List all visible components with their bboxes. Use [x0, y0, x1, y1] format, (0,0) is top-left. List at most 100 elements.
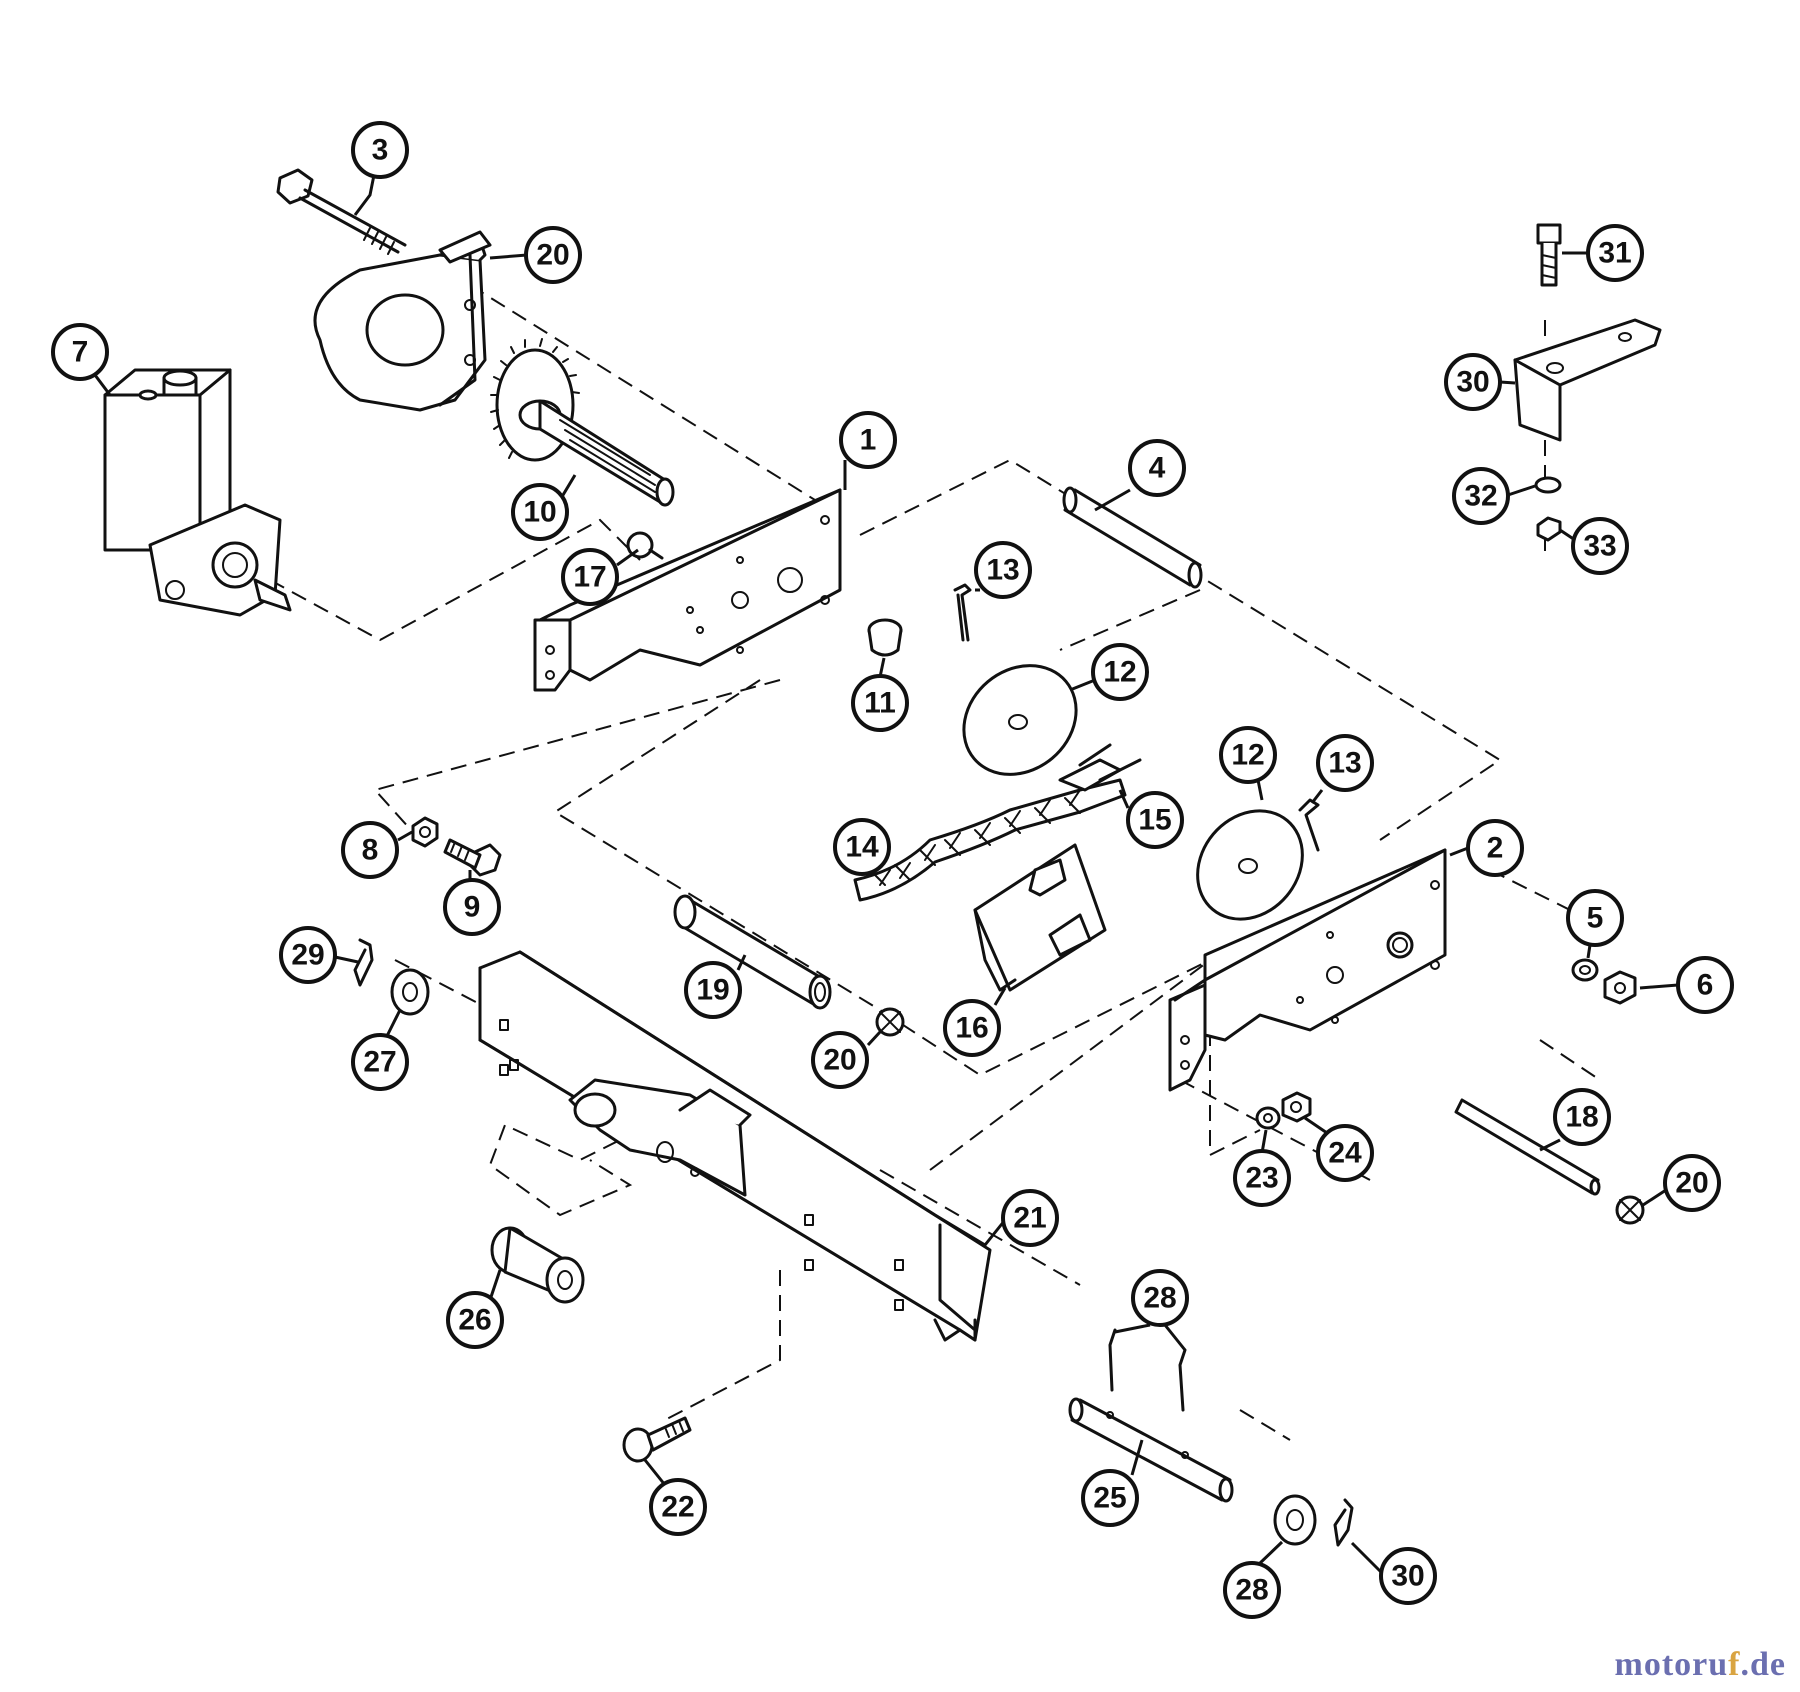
callout-number: 20 [1675, 1167, 1708, 1200]
callout-number: 12 [1103, 656, 1136, 689]
callout-13a: 13 [974, 541, 1032, 599]
watermark-main: motoru [1614, 1646, 1729, 1683]
callout-number: 13 [1328, 747, 1361, 780]
callout-number: 3 [372, 134, 389, 167]
nut-34-part [1536, 516, 1562, 542]
callout-number: 14 [845, 831, 879, 864]
callout-1: 1 [839, 411, 897, 490]
callout-15: 15 [1118, 789, 1184, 849]
nut-8-part [411, 816, 439, 848]
rod-18-part [1454, 1098, 1601, 1196]
clip-part [973, 843, 1107, 992]
frame-channel-part [478, 950, 992, 1342]
lock-washer-33-part [1534, 476, 1562, 494]
callout-16: 16 [943, 987, 1007, 1057]
bolt-32-part [1536, 223, 1562, 287]
callout-number: 8 [362, 834, 379, 867]
bushing-part [867, 618, 903, 657]
callout-25: 24 [1304, 1116, 1374, 1182]
cotter-pin-13a-part [953, 583, 972, 642]
watermark-logo: motoruf.de [1615, 1646, 1786, 1684]
belt-part [853, 743, 1142, 902]
disc-12a-part [962, 664, 1078, 776]
callout-28b: 28 [1223, 1540, 1284, 1619]
carriage-bolt-part [622, 1416, 692, 1463]
assembly-lines [269, 284, 1601, 1441]
callout-number: 9 [464, 891, 481, 924]
callout-number: 1 [860, 424, 877, 457]
callout-number: 32 [1464, 480, 1497, 513]
callout-4: 4 [1094, 439, 1186, 512]
callout-24: 23 [1233, 1129, 1291, 1207]
callout-number: 22 [661, 1491, 694, 1524]
watermark-suffix: .de [1740, 1646, 1786, 1683]
callout-8: 8 [341, 821, 413, 879]
callout-13b: 13 [1310, 734, 1374, 804]
lock-washer-5-part [1571, 958, 1599, 982]
flat-washer-28b-part [1273, 1494, 1317, 1546]
callout-number: 16 [955, 1012, 988, 1045]
callout-17: 17 [561, 548, 639, 606]
callout-number: 26 [458, 1304, 491, 1337]
callout-number: 23 [1245, 1162, 1278, 1195]
cotter-pin-13b-part [1298, 798, 1320, 852]
nut-25-part [1281, 1091, 1312, 1123]
callout-number: 20 [536, 239, 569, 272]
callout-number: 2 [1487, 832, 1504, 865]
callout-number: 15 [1138, 804, 1171, 837]
callout-27: 26 [446, 1269, 504, 1349]
callout-number: 28 [1143, 1282, 1176, 1315]
callout-11: 11 [851, 657, 909, 732]
pin-26-part [1068, 1397, 1234, 1503]
callout-26: 25 [1081, 1439, 1144, 1527]
push-nut-20b-part [1615, 1195, 1645, 1225]
callout-number: 7 [72, 336, 89, 369]
callout-34: 33 [1559, 517, 1629, 575]
callout-12a: 12 [1069, 643, 1149, 701]
hairpin-30b-part [1333, 1498, 1354, 1547]
callout-31: 30 [1444, 353, 1516, 411]
callout-number: 29 [291, 939, 324, 972]
callout-number: 25 [1093, 1482, 1126, 1515]
callout-20b: 20 [1642, 1154, 1721, 1212]
callout-number: 10 [523, 496, 556, 529]
callout-number: 30 [1391, 1560, 1424, 1593]
callout-29: 28 [1114, 1269, 1189, 1351]
disc-12b-part [1196, 809, 1304, 921]
nut-6-part [1603, 970, 1637, 1005]
callout-number: 18 [1565, 1101, 1598, 1134]
flat-washer-28a-part [390, 968, 430, 1016]
callout-number: 24 [1328, 1137, 1362, 1170]
callout-20a: 20 [811, 1030, 882, 1089]
hairpin-30a-part [353, 938, 374, 987]
callout-number: 21 [1013, 1202, 1046, 1235]
hairpin-clip-29a-part [1108, 1328, 1117, 1392]
push-nut-20a-part [875, 1007, 905, 1037]
callout-number: 13 [986, 554, 1019, 587]
callout-number: 12 [1231, 739, 1264, 772]
callout-10: 10 [511, 474, 577, 541]
lock-washer-24-part [1255, 1106, 1281, 1130]
callout-number: 4 [1149, 452, 1166, 485]
callout-33: 32 [1452, 467, 1536, 525]
callout-number: 20 [823, 1044, 856, 1077]
callout-group: 1 2 3 4 5 6 7 8 [51, 121, 1734, 1619]
bolt-9-part [443, 838, 502, 877]
long-bolt-part [276, 168, 407, 255]
callout-12b: 12 [1219, 726, 1277, 801]
callout-21: 20 [489, 226, 582, 284]
right-side-plate-part [1168, 848, 1447, 1092]
callout-number: 17 [573, 561, 606, 594]
rod-4-part [1062, 486, 1203, 589]
gear-housing-part [313, 230, 492, 412]
spool-part [490, 1226, 585, 1304]
callout-32: 31 [1562, 224, 1644, 282]
callout-number: 5 [1587, 902, 1604, 935]
callout-7: 7 [51, 323, 112, 396]
left-side-plate-part [533, 488, 842, 692]
callout-28a: 27 [351, 1009, 409, 1091]
callout-6: 6 [1639, 956, 1734, 1014]
callout-number: 31 [1598, 237, 1631, 270]
watermark-accent: f [1728, 1646, 1741, 1683]
